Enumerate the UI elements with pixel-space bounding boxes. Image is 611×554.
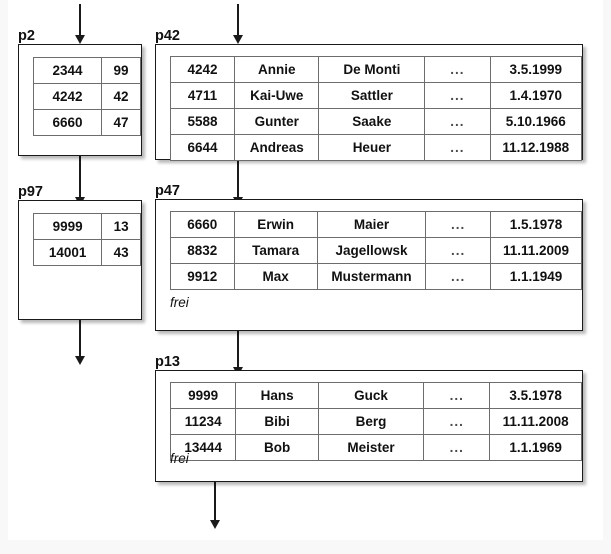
data-page-p13[interactable]: 9999 Hans Guck ... 3.5.1978 11234 Bibi B… [155, 370, 583, 482]
table-row[interactable]: 9912 Max Mustermann ... 1.1.1949 [170, 263, 583, 290]
index-key: 2344 [33, 57, 102, 84]
record-last-name: Guck [317, 382, 425, 409]
index-table-p97: 9999 13 14001 43 [32, 213, 141, 266]
record-first-name: Tamara [233, 237, 318, 264]
record-last-name: Mustermann [316, 263, 427, 290]
index-pointer: 99 [100, 57, 142, 84]
index-key: 14001 [32, 239, 103, 266]
record-id: 6644 [170, 134, 235, 161]
record-date: 1.4.1970 [489, 82, 583, 109]
record-last-name: Jagellowsk [316, 237, 427, 264]
table-row[interactable]: 6660 47 [33, 109, 142, 136]
page-label-p97: p97 [18, 184, 43, 200]
record-id: 8832 [170, 237, 235, 264]
data-table-p13: 9999 Hans Guck ... 3.5.1978 11234 Bibi B… [169, 382, 582, 461]
table-row[interactable]: 9999 13 [32, 213, 141, 240]
record-first-name: Erwin [233, 211, 318, 238]
data-page-p42[interactable]: 4242 Annie De Monti ... 3.5.1999 4711 Ka… [155, 44, 583, 161]
table-row[interactable]: 8832 Tamara Jagellowsk ... 11.11.2009 [170, 237, 583, 264]
record-first-name: Bibi [235, 408, 319, 435]
record-last-name: Maier [316, 211, 427, 238]
record-date: 11.12.1988 [489, 134, 583, 161]
record-last-name: De Monti [318, 56, 426, 83]
record-date: 3.5.1978 [489, 382, 582, 409]
table-row[interactable]: 4242 42 [33, 83, 142, 110]
record-more: ... [423, 434, 491, 461]
record-more: ... [425, 211, 491, 238]
table-row[interactable]: 13444 Bob Meister ... 1.1.1969 [169, 434, 582, 461]
index-pointer: 42 [100, 83, 142, 110]
record-more: ... [424, 134, 491, 161]
index-pointer: 43 [101, 239, 141, 266]
table-row[interactable]: 4711 Kai-Uwe Sattler ... 1.4.1970 [170, 82, 583, 109]
record-id: 13444 [169, 434, 237, 461]
record-first-name: Max [233, 263, 318, 290]
record-more: ... [423, 408, 491, 435]
page-label-p13: p13 [155, 354, 180, 370]
record-first-name: Gunter [233, 108, 320, 135]
record-more: ... [424, 56, 491, 83]
table-row[interactable]: 14001 43 [32, 239, 141, 266]
table-row[interactable]: 6644 Andreas Heuer ... 11.12.1988 [170, 134, 583, 161]
index-page-p97[interactable]: 9999 13 14001 43 [18, 200, 142, 320]
data-table-p47: 6660 Erwin Maier ... 1.5.1978 8832 Tamar… [170, 211, 583, 290]
index-pointer: 13 [101, 213, 141, 240]
table-row[interactable]: 4242 Annie De Monti ... 3.5.1999 [170, 56, 583, 83]
record-first-name: Hans [235, 382, 319, 409]
table-row[interactable]: 11234 Bibi Berg ... 11.11.2008 [169, 408, 582, 435]
table-row[interactable]: 5588 Gunter Saake ... 5.10.1966 [170, 108, 583, 135]
record-last-name: Saake [318, 108, 426, 135]
record-last-name: Berg [317, 408, 425, 435]
record-first-name: Kai-Uwe [233, 82, 320, 109]
record-first-name: Annie [233, 56, 320, 83]
table-row[interactable]: 2344 99 [33, 57, 142, 84]
record-id: 9999 [169, 382, 237, 409]
table-row[interactable]: 9999 Hans Guck ... 3.5.1978 [169, 382, 582, 409]
index-page-p2[interactable]: 2344 99 4242 42 6660 47 [18, 44, 142, 156]
record-more: ... [425, 263, 491, 290]
record-id: 4711 [170, 82, 235, 109]
record-first-name: Bob [235, 434, 319, 461]
record-date: 11.11.2008 [489, 408, 582, 435]
data-page-p47[interactable]: 6660 Erwin Maier ... 1.5.1978 8832 Tamar… [155, 199, 583, 331]
record-first-name: Andreas [233, 134, 320, 161]
record-more: ... [424, 108, 491, 135]
free-space-label-p47: frei [170, 295, 189, 310]
page-label-p47: p47 [155, 183, 180, 199]
record-id: 9912 [170, 263, 235, 290]
index-key: 6660 [33, 109, 102, 136]
record-more: ... [423, 382, 491, 409]
record-more: ... [424, 82, 491, 109]
record-id: 4242 [170, 56, 235, 83]
record-last-name: Heuer [318, 134, 426, 161]
record-date: 5.10.1966 [489, 108, 583, 135]
index-table-p2: 2344 99 4242 42 6660 47 [33, 57, 142, 136]
record-last-name: Meister [317, 434, 425, 461]
record-date: 3.5.1999 [489, 56, 583, 83]
record-id: 5588 [170, 108, 235, 135]
record-more: ... [425, 237, 491, 264]
index-key: 4242 [33, 83, 102, 110]
record-id: 6660 [170, 211, 235, 238]
record-date: 1.1.1949 [489, 263, 583, 290]
record-id: 11234 [169, 408, 237, 435]
record-date: 1.1.1969 [489, 434, 582, 461]
free-space-label-p13: frei [170, 451, 189, 466]
index-key: 9999 [32, 213, 103, 240]
page-label-p2: p2 [18, 28, 35, 44]
index-pointer: 47 [100, 109, 142, 136]
record-last-name: Sattler [318, 82, 426, 109]
page-label-p42: p42 [155, 28, 180, 44]
table-row[interactable]: 6660 Erwin Maier ... 1.5.1978 [170, 211, 583, 238]
record-date: 1.5.1978 [489, 211, 583, 238]
data-table-p42: 4242 Annie De Monti ... 3.5.1999 4711 Ka… [170, 56, 583, 161]
record-date: 11.11.2009 [489, 237, 583, 264]
